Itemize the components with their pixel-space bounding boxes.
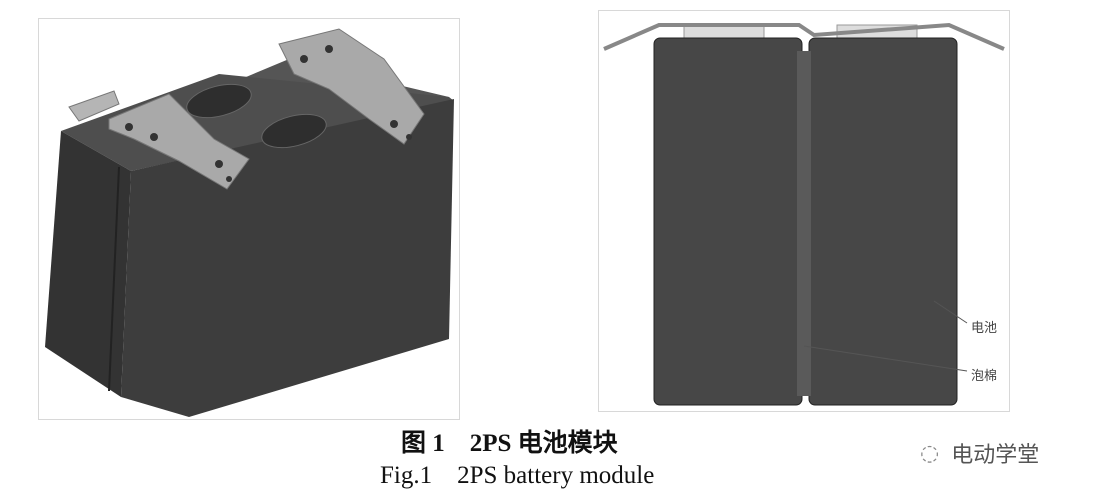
cell-front-face [121, 99, 454, 417]
busbar [603, 22, 1005, 51]
isometric-view-image [38, 18, 460, 420]
battery-module-isometric [45, 28, 454, 417]
watermark-text: 电动学堂 [951, 443, 1040, 468]
wechat-icon: ◌ [920, 440, 940, 466]
front-view-image: 电池 泡棉 [598, 10, 1010, 412]
figure-caption-cn: 图 1 2PS 电池模块 [401, 430, 618, 457]
busbar-left [108, 93, 250, 190]
busbar-right [278, 28, 425, 145]
battery-cell-left [653, 37, 803, 406]
battery-module-front [603, 22, 1005, 406]
watermark: ◌ 电动学堂 [920, 437, 1039, 469]
cell-left-face [45, 131, 131, 397]
vent [261, 113, 327, 149]
foam-label: 泡棉 [971, 369, 998, 384]
foam-pad [797, 51, 811, 396]
figure-caption-en: Fig.1 2PS battery module [380, 462, 655, 489]
cell-label: 电池 [971, 321, 998, 336]
vent [186, 83, 252, 119]
